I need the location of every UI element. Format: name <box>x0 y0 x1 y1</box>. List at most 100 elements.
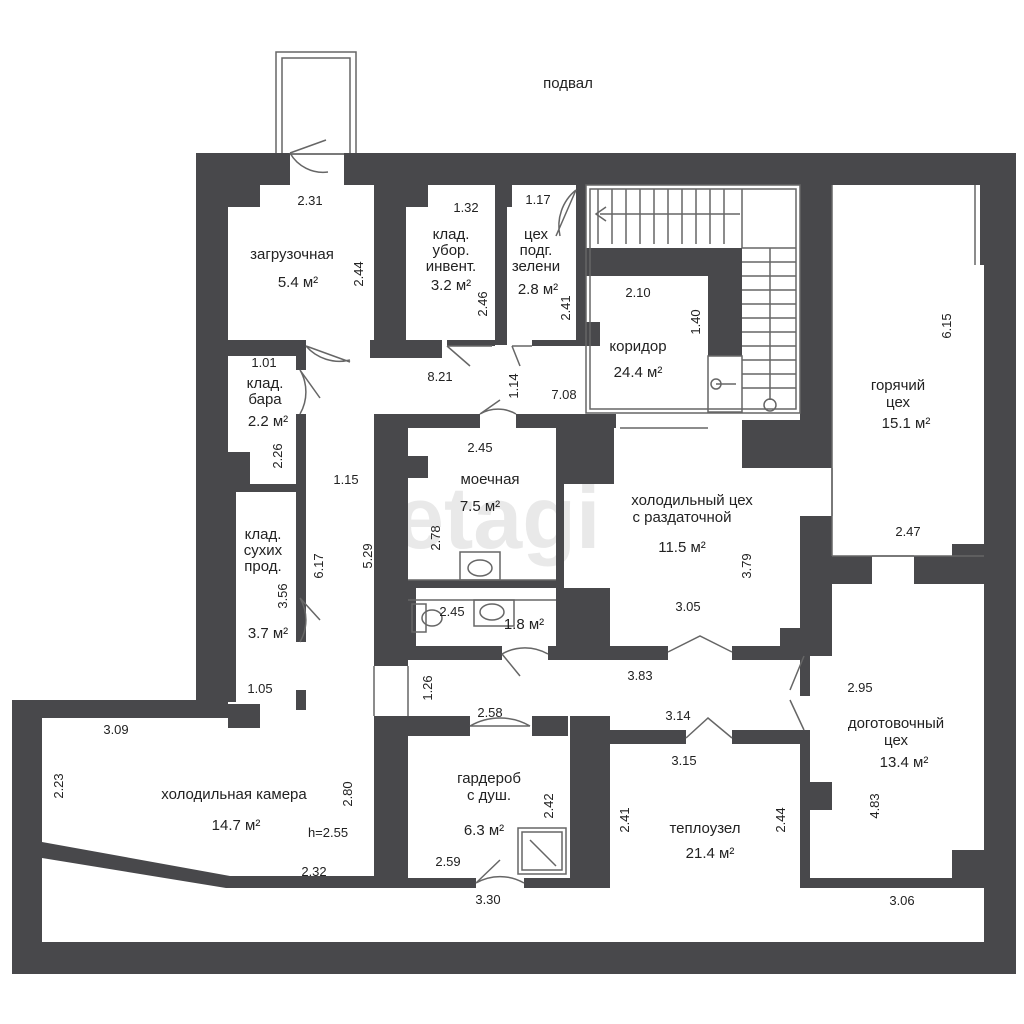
staircase <box>585 184 801 414</box>
svg-text:бара: бара <box>248 391 282 408</box>
dimension-label: 3.14 <box>665 708 690 723</box>
dimension-label: 3.05 <box>675 599 700 614</box>
dimension-label: 3.30 <box>475 892 500 907</box>
svg-text:клад.: клад. <box>247 375 284 392</box>
svg-text:сухих: сухих <box>244 542 283 559</box>
svg-text:загрузочная: загрузочная <box>250 246 334 263</box>
room-label-zagruzochnaya: загрузочная 5.4 м² <box>250 246 334 291</box>
svg-text:15.1 м²: 15.1 м² <box>882 415 931 432</box>
dimension-label: 2.44 <box>773 807 788 832</box>
svg-text:7.5 м²: 7.5 м² <box>460 498 500 515</box>
dimension-label: 2.41 <box>617 807 632 832</box>
dimension-label: 2.47 <box>895 524 920 539</box>
dimension-label: 8.21 <box>427 369 452 384</box>
dimension-label: 6.15 <box>939 313 954 338</box>
svg-text:1.8 м²: 1.8 м² <box>504 616 544 633</box>
dimension-label: 2.45 <box>439 604 464 619</box>
dimension-label: 2.44 <box>351 261 366 286</box>
dimension-labels-vertical: 2.44 2.46 2.41 1.40 6.15 1.14 2.26 2.78 … <box>51 261 954 832</box>
svg-text:11.5 м²: 11.5 м² <box>658 539 706 556</box>
svg-text:5.4 м²: 5.4 м² <box>278 274 318 291</box>
svg-text:2.8 м²: 2.8 м² <box>518 281 558 298</box>
shower-icon <box>517 827 567 875</box>
room-label-holodilny-tseh: холодильный цех с раздаточной 11.5 м² <box>631 492 753 556</box>
dimension-label: 2.46 <box>475 291 490 316</box>
dimension-label: 1.17 <box>525 192 550 207</box>
dimension-label: 4.83 <box>867 793 882 818</box>
doors <box>289 139 914 884</box>
sink-icon <box>473 599 515 627</box>
svg-text:зелени: зелени <box>512 258 560 275</box>
dimension-label: 2.31 <box>297 193 322 208</box>
dimension-label: 7.08 <box>551 387 576 402</box>
dimension-labels: 2.31 1.32 1.17 2.10 8.21 7.08 1.01 1.15 … <box>103 192 920 908</box>
svg-text:14.7 м²: 14.7 м² <box>212 817 261 834</box>
dimension-label: 2.59 <box>435 854 460 869</box>
svg-text:доготовочный: доготовочный <box>848 715 944 732</box>
room-label-klad-suhih: клад. сухих прод. 3.7 м² <box>244 526 288 642</box>
dimension-label: 2.80 <box>340 781 355 806</box>
svg-text:13.4 м²: 13.4 м² <box>880 754 929 771</box>
room-label-klad-bara: клад. бара 2.2 м² <box>247 375 289 430</box>
svg-text:холодильная камера: холодильная камера <box>161 786 307 803</box>
sloped-wall <box>42 842 374 888</box>
dimension-label: 1.32 <box>453 200 478 215</box>
toilet-icon <box>411 603 427 633</box>
dimension-label: 1.40 <box>688 309 703 334</box>
svg-text:инвент.: инвент. <box>426 258 476 275</box>
svg-text:с душ.: с душ. <box>467 787 511 804</box>
dimension-label: 3.09 <box>103 722 128 737</box>
svg-text:подг.: подг. <box>520 242 553 259</box>
dimension-label: 1.14 <box>506 373 521 398</box>
svg-text:коридор: коридор <box>609 338 666 355</box>
svg-text:с раздаточной: с раздаточной <box>632 509 731 526</box>
room-label-holodilnaya-kamera: холодильная камера 14.7 м² <box>161 786 307 834</box>
svg-text:2.2 м²: 2.2 м² <box>248 413 288 430</box>
svg-text:убор.: убор. <box>432 242 469 259</box>
dimension-label: 6.17 <box>311 553 326 578</box>
dimension-label: 2.10 <box>625 285 650 300</box>
dimension-label: 2.32 <box>301 864 326 879</box>
dimension-label: 2.78 <box>428 525 443 550</box>
svg-text:цех: цех <box>884 732 908 749</box>
entrance-balcony <box>275 51 357 155</box>
room-label-goryachiy-tseh: горячий цех 15.1 м² <box>871 377 931 432</box>
dimension-label: 1.26 <box>420 675 435 700</box>
svg-text:3.2 м²: 3.2 м² <box>431 277 471 294</box>
watermark-text: etagi <box>395 468 600 567</box>
svg-text:6.3 м²: 6.3 м² <box>464 822 504 839</box>
dimension-label: 2.95 <box>847 680 872 695</box>
svg-text:цех: цех <box>886 394 910 411</box>
dimension-label: 2.58 <box>477 705 502 720</box>
svg-text:3.7 м²: 3.7 м² <box>248 625 288 642</box>
plan-title: подвал <box>543 75 593 92</box>
svg-text:прод.: прод. <box>244 558 281 575</box>
room-label-koridor: коридор 24.4 м² <box>609 338 666 381</box>
dimension-label: 3.79 <box>739 553 754 578</box>
svg-text:моечная: моечная <box>460 471 519 488</box>
ceiling-height-note: h=2.55 <box>308 825 348 840</box>
svg-text:цех: цех <box>524 226 548 243</box>
dimension-label: 2.26 <box>270 443 285 468</box>
room-label-tseh-zeleni: цех подг. зелени 2.8 м² <box>512 226 560 298</box>
room-label-dogotovochny-tseh: доготовочный цех 13.4 м² <box>848 715 944 771</box>
room-label-bathroom: 1.8 м² <box>504 616 544 633</box>
dimension-label: 3.83 <box>627 668 652 683</box>
svg-text:21.4 м²: 21.4 м² <box>686 845 735 862</box>
svg-text:холодильный цех: холодильный цех <box>631 492 753 509</box>
dimension-label: 1.15 <box>333 472 358 487</box>
room-label-garderob: гардероб с душ. 6.3 м² <box>457 770 521 839</box>
fixtures <box>411 551 567 875</box>
dimension-label: 2.45 <box>467 440 492 455</box>
sink-icon <box>459 551 501 581</box>
walls <box>12 153 1016 974</box>
svg-text:клад.: клад. <box>245 526 282 543</box>
dimension-label: 5.29 <box>360 543 375 568</box>
dimension-label: 2.41 <box>558 295 573 320</box>
dimension-label: 1.01 <box>251 355 276 370</box>
svg-text:теплоузел: теплоузел <box>669 820 740 837</box>
dimension-label: 2.23 <box>51 773 66 798</box>
dimension-label: 1.05 <box>247 681 272 696</box>
svg-text:24.4 м²: 24.4 м² <box>614 364 663 381</box>
